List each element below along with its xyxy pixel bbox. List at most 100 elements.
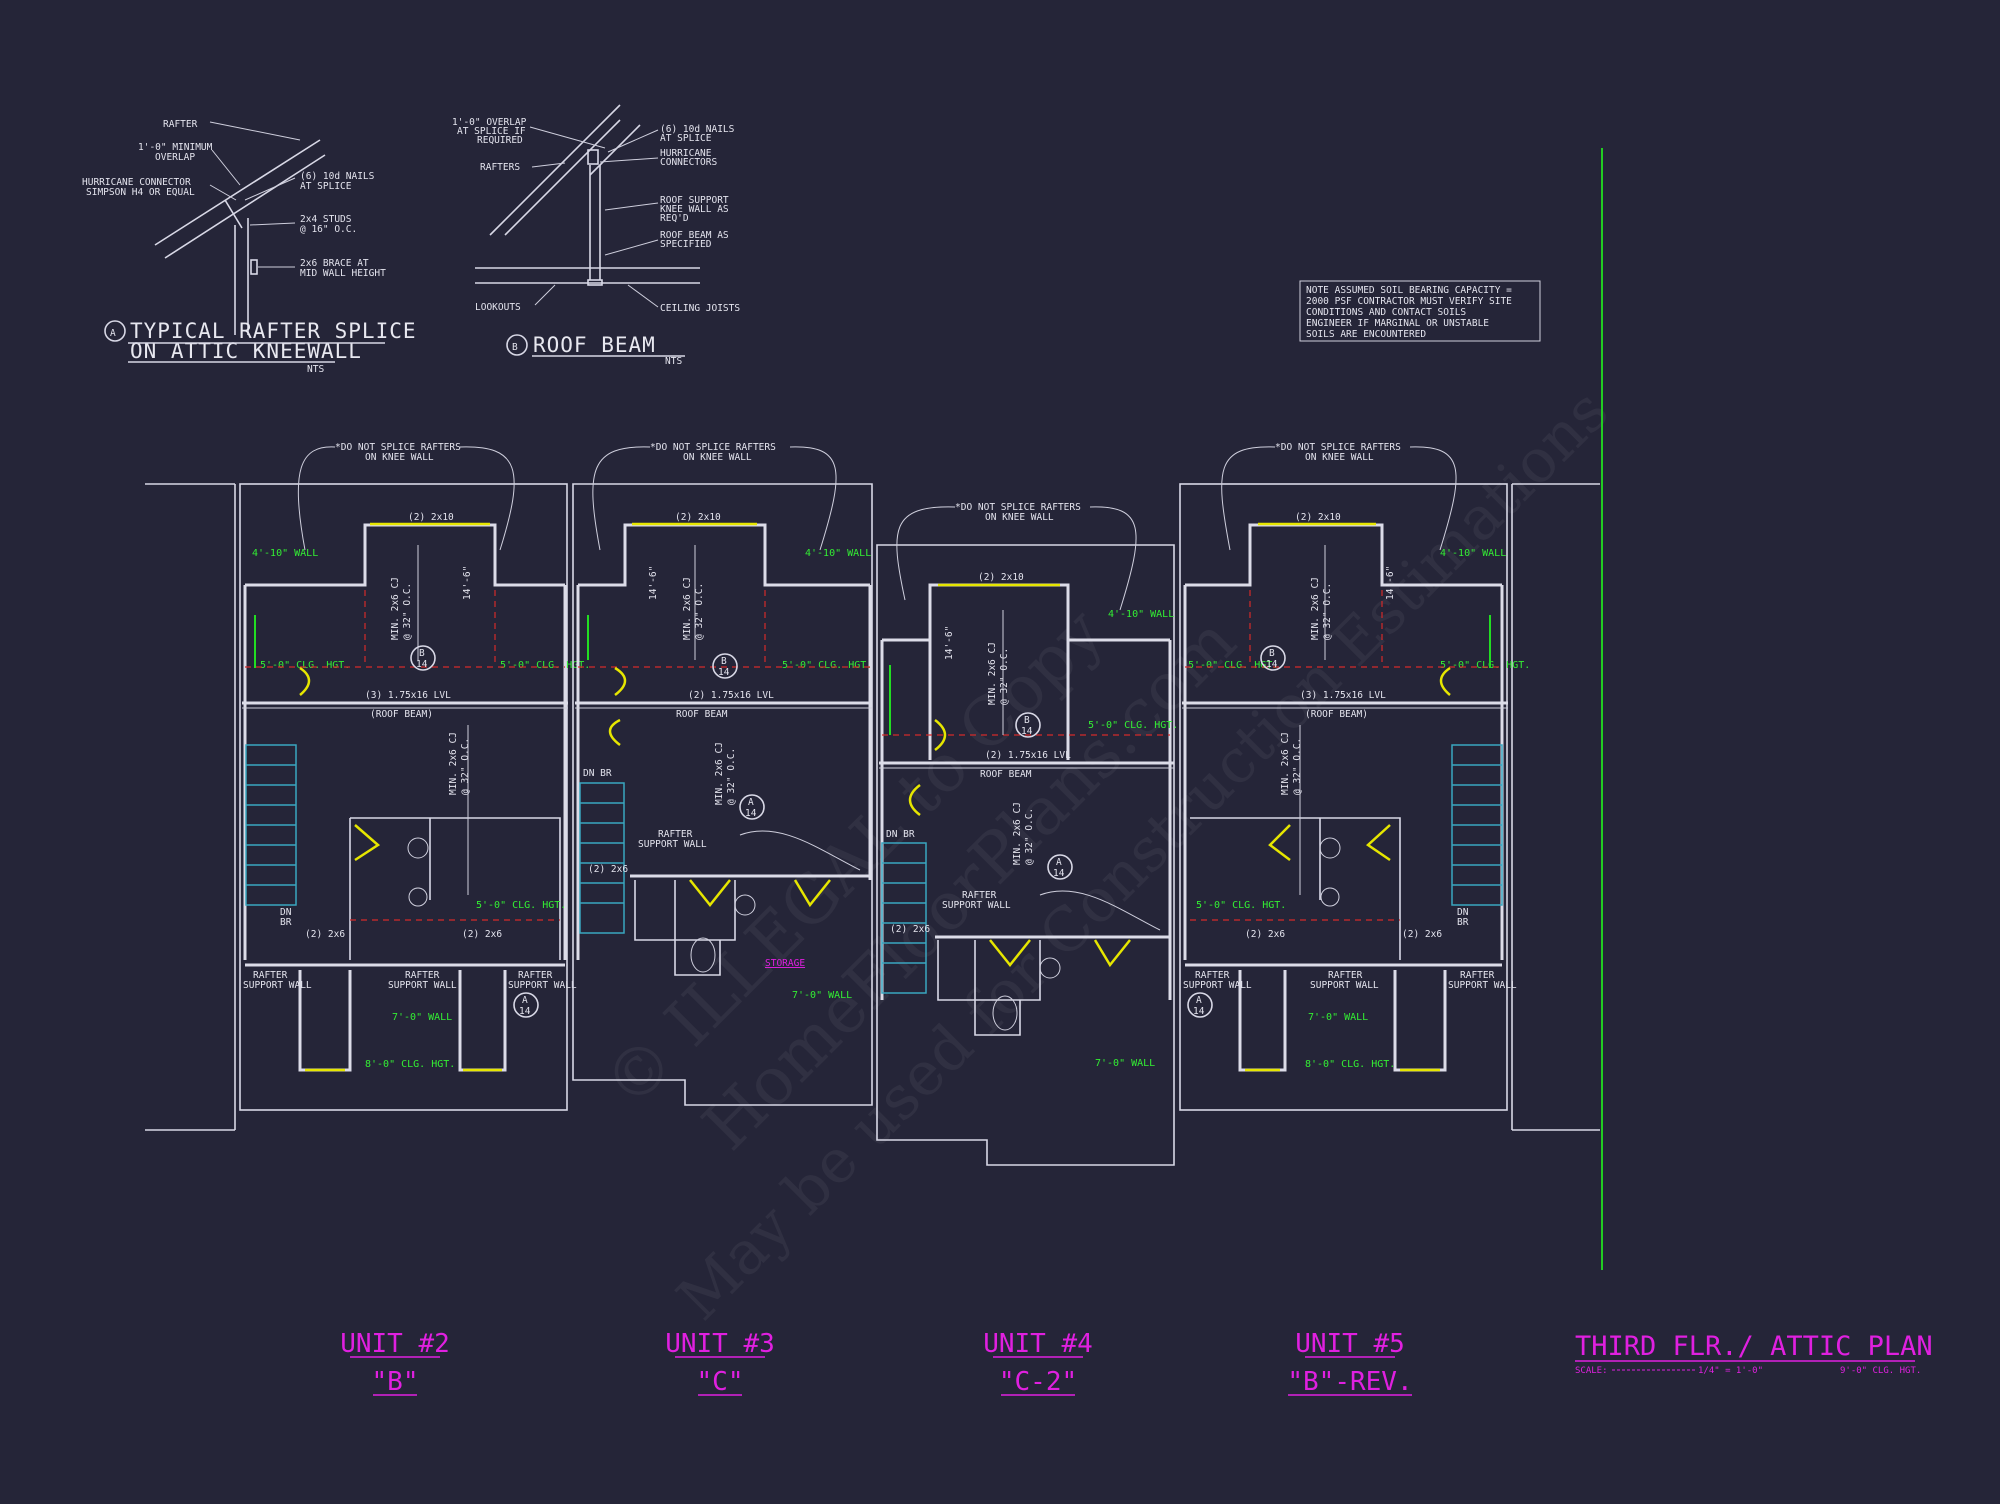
label-b-lookouts: LOOKOUTS xyxy=(475,302,521,313)
detail-a-title-1: TYPICAL RAFTER SPLICE xyxy=(130,319,417,343)
label-b-knee-3: REQ'D xyxy=(660,213,689,224)
clg-hgt-label: 5'-0" CLG. HGT. xyxy=(1188,660,1278,671)
unit-label-2: UNIT #2 xyxy=(340,1329,450,1359)
label-b-beam-1: ROOF BEAM AS xyxy=(660,230,729,241)
detail-marker-a xyxy=(104,320,126,342)
label-b-beam-2: SPECIFIED xyxy=(660,239,712,250)
cj-spacing: @ 32" O.C. xyxy=(1322,583,1333,640)
rsw-label-2: SUPPORT WALL xyxy=(638,839,707,850)
ceiling-height: 9'-0" CLG. HGT. xyxy=(1840,1366,1921,1376)
clg-hgt-label: 8'-0" CLG. HGT. xyxy=(1305,1059,1395,1070)
detail-marker-a-label: A xyxy=(110,328,116,339)
clg-hgt-label: 5'-0" CLG. HGT. xyxy=(1440,660,1530,671)
sheet-title: THIRD FLR./ ATTIC PLAN xyxy=(1575,1331,1933,1362)
rsw-label-2: SUPPORT WALL xyxy=(1183,980,1252,991)
scale-value: 1/4" = 1'-0" xyxy=(1698,1366,1763,1376)
unit-sublabel-5: "B"-REV. xyxy=(1287,1367,1412,1397)
detail-marker-b xyxy=(506,334,528,356)
note-line-4: ENGINEER IF MARGINAL OR UNSTABLE xyxy=(1306,318,1489,329)
section-sheet: 14 xyxy=(1193,1006,1205,1017)
roof-beam-label: ROOF BEAM xyxy=(676,709,728,720)
detail-b-title: ROOF BEAM xyxy=(533,333,656,357)
section-sheet: 14 xyxy=(416,659,428,670)
stair-br: BR xyxy=(1457,917,1469,928)
wall-label: 7'-0" WALL xyxy=(792,990,852,1001)
section-marker-label: B xyxy=(1269,648,1275,659)
section-sheet: 14 xyxy=(1053,868,1065,879)
cj-label: MIN. 2x6 CJ xyxy=(1012,802,1023,865)
detail-b-scale: NTS xyxy=(665,356,682,367)
unit-5-plan: (2) 2x10 *DO NOT SPLICE RAFTERS ON KNEE … xyxy=(1179,442,1600,1131)
cj-spacing: @ 32" O.C. xyxy=(402,583,413,640)
wall-label: 4'-10" WALL xyxy=(1440,548,1506,559)
stair-br: BR xyxy=(280,917,292,928)
unit-label-4: UNIT #4 xyxy=(983,1329,1093,1359)
clg-hgt-label: 5'-0" CLG. HGT. xyxy=(260,660,350,671)
stair-dn-br: DN BR xyxy=(583,768,612,779)
dim-label: 14'-6" xyxy=(462,566,473,600)
cj-spacing: @ 32" O.C. xyxy=(999,648,1010,705)
label-brace-2: MID WALL HEIGHT xyxy=(300,268,386,279)
rsw-label-2: SUPPORT WALL xyxy=(1448,980,1517,991)
rsw-label-1: RAFTER xyxy=(658,829,693,840)
sheet-title-block: THIRD FLR./ ATTIC PLAN SCALE: 1/4" = 1'-… xyxy=(1575,1331,1933,1376)
header-label: (2) 2x10 xyxy=(675,512,721,523)
rsw-label-2: SUPPORT WALL xyxy=(1310,980,1379,991)
cj-spacing: @ 32" O.C. xyxy=(694,583,705,640)
stair-dn: DN xyxy=(280,907,292,918)
clg-hgt-label: 5'-0" CLG. HGT. xyxy=(1088,720,1178,731)
splice-note-2: ON KNEE WALL xyxy=(985,512,1054,523)
cj-label: MIN. 2x6 CJ xyxy=(1310,577,1321,640)
header-2x6: (2) 2x6 xyxy=(305,929,345,940)
cj-label: MIN. 2x6 CJ xyxy=(682,577,693,640)
dim-label: 14'-6" xyxy=(944,626,955,660)
cj-label: MIN. 2x6 CJ xyxy=(390,577,401,640)
clg-hgt-label: 8'-0" CLG. HGT. xyxy=(365,1059,455,1070)
splice-note-2: ON KNEE WALL xyxy=(365,452,434,463)
header-2x6: (2) 2x6 xyxy=(1402,929,1442,940)
detail-a-rafter-splice: RAFTER 1'-0" MINIMUM OVERLAP HURRICANE C… xyxy=(82,119,417,375)
dim-label: 14'-6" xyxy=(648,566,659,600)
wall-label: 4'-10" WALL xyxy=(252,548,318,559)
section-marker-label: B xyxy=(1024,715,1030,726)
section-sheet: 14 xyxy=(1266,659,1278,670)
cj-label: MIN. 2x6 CJ xyxy=(448,732,459,795)
unit-4-plan: (2) 2x10 *DO NOT SPLICE RAFTERS ON KNEE … xyxy=(876,502,1178,1166)
lvl-label: (3) 1.75x16 LVL xyxy=(365,690,451,701)
wall-label: 7'-0" WALL xyxy=(1095,1058,1155,1069)
label-b-hurricane-2: CONNECTORS xyxy=(660,157,717,168)
label-b-joists: CEILING JOISTS xyxy=(660,303,740,314)
section-sheet: 14 xyxy=(745,808,757,819)
detail-marker-b-label: B xyxy=(512,342,518,353)
cj-label: MIN. 2x6 CJ xyxy=(1280,732,1291,795)
unit-label-3: UNIT #3 xyxy=(665,1329,775,1359)
stairs xyxy=(579,782,625,934)
cj-label: MIN. 2x6 CJ xyxy=(714,742,725,805)
section-marker-label: A xyxy=(1196,995,1202,1006)
rsw-label-1: RAFTER xyxy=(1195,970,1230,981)
clg-hgt-label: 5'-0" CLG. HGT. xyxy=(476,900,566,911)
wall-label: 7'-0" WALL xyxy=(1308,1012,1368,1023)
splice-note-1: *DO NOT SPLICE RAFTERS xyxy=(335,442,461,453)
roof-beam-label: (ROOF BEAM) xyxy=(1305,709,1368,720)
label-hurricane-2: SIMPSON H4 OR EQUAL xyxy=(86,187,195,198)
label-nails-2: AT SPLICE xyxy=(300,181,352,192)
label-b-nails-2: AT SPLICE xyxy=(660,133,712,144)
label-b-overlap-2: AT SPLICE IF xyxy=(457,126,526,137)
cj-spacing: @ 32" O.C. xyxy=(1292,738,1303,795)
unit-label-5: UNIT #5 xyxy=(1295,1329,1405,1359)
rsw-label-2: SUPPORT WALL xyxy=(942,900,1011,911)
label-brace-1: 2x6 BRACE AT xyxy=(300,258,369,269)
header-2x6: (2) 2x6 xyxy=(1245,929,1285,940)
watermark: © ILLEGAL to Copy HomeFloorPlans.com May… xyxy=(589,376,1622,1334)
section-sheet: 14 xyxy=(519,1006,531,1017)
unit-3-plan: (2) 2x10 *DO NOT SPLICE RAFTERS ON KNEE … xyxy=(572,442,873,1106)
roof-beam-label: ROOF BEAM xyxy=(980,769,1032,780)
cj-label: MIN. 2x6 CJ xyxy=(987,642,998,705)
cj-spacing: @ 32" O.C. xyxy=(1024,808,1035,865)
label-overlap-2: OVERLAP xyxy=(155,152,195,163)
detail-a-scale: NTS xyxy=(307,364,324,375)
cj-spacing: @ 32" O.C. xyxy=(726,748,737,805)
rsw-label-1: RAFTER xyxy=(962,890,997,901)
section-marker-label: B xyxy=(419,648,425,659)
